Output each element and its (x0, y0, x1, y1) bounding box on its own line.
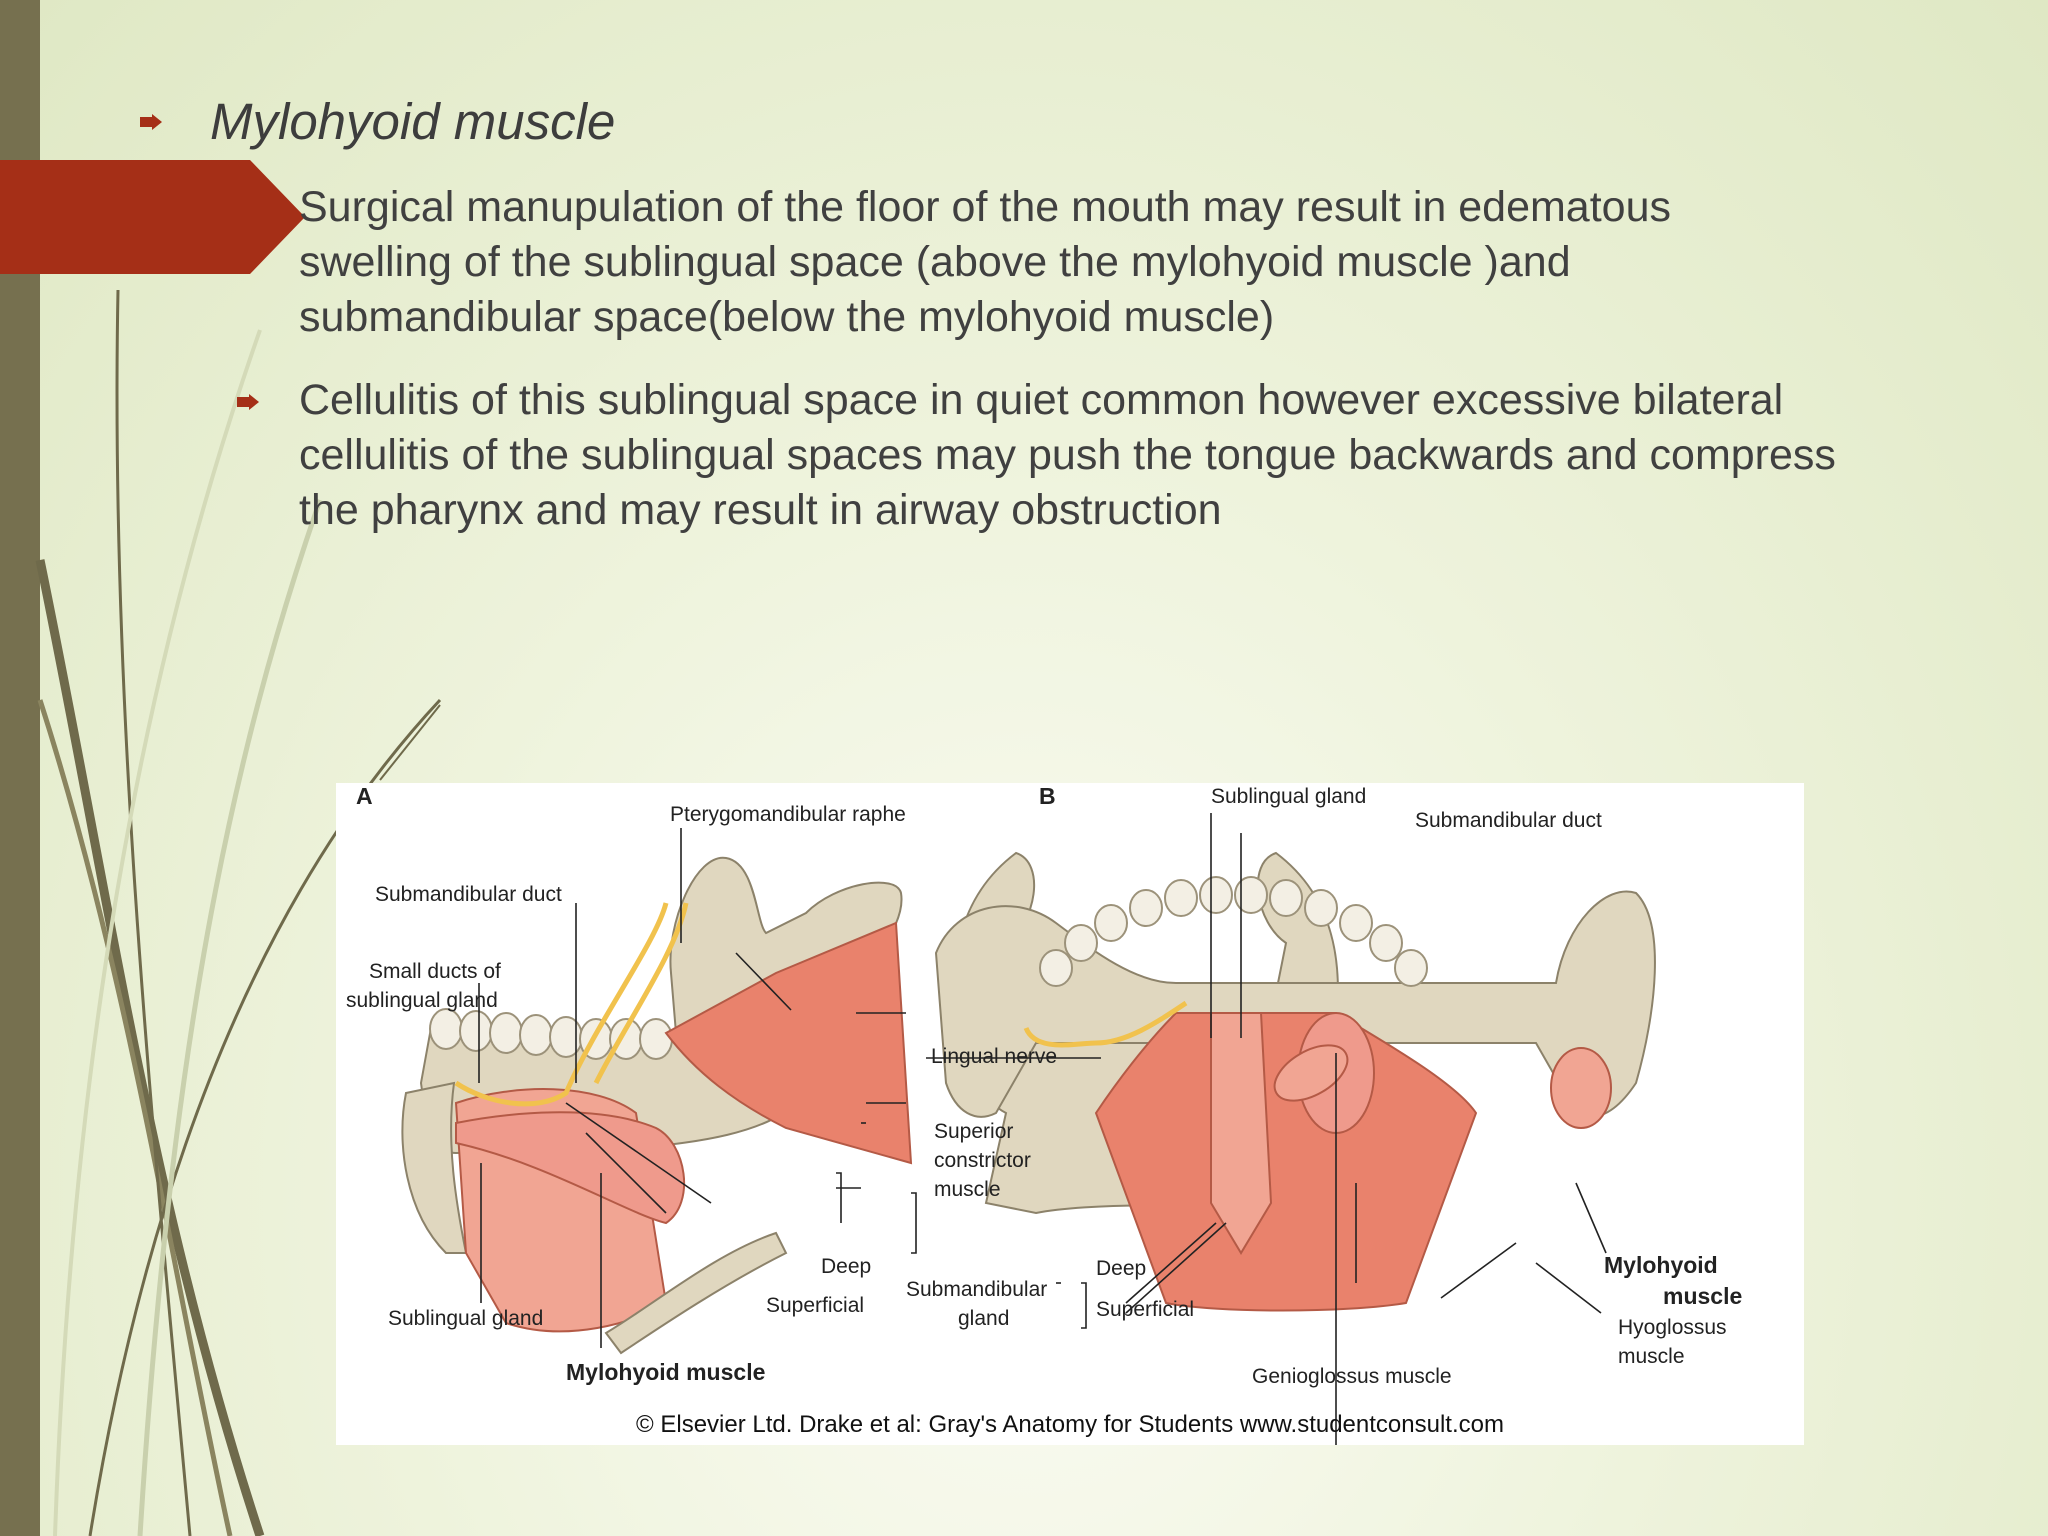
anatomy-figure: A B Pterygomandibular raphe Submandibula… (336, 783, 1804, 1445)
paragraph-line: the pharynx and may result in airway obs… (299, 486, 1222, 534)
figure-copyright: © Elsevier Ltd. Drake et al: Gray's Anat… (636, 1411, 1504, 1438)
label-superficial-a: Superficial (766, 1294, 865, 1317)
label-lingual-nerve: Lingual nerve (931, 1045, 1058, 1068)
label-superior-line3: muscle (934, 1178, 1001, 1201)
label-mylohyoid-b-line1: Mylohyoid (1604, 1252, 1718, 1278)
label-submandibular-line2: gland (958, 1307, 1010, 1330)
paragraph-surgical: Surgical manupulation of the floor of th… (299, 180, 1671, 345)
label-small-ducts-line2: sublingual gland (346, 989, 498, 1012)
label-deep-a: Deep (821, 1255, 872, 1278)
paragraph-line: Surgical manupulation of the floor of th… (299, 183, 1671, 231)
label-submandibular-duct-a: Submandibular duct (375, 883, 562, 906)
label-deep-b: Deep (1096, 1257, 1147, 1280)
label-superficial-b: Superficial (1096, 1298, 1195, 1321)
label-submandibular-duct-b: Submandibular duct (1415, 809, 1602, 832)
label-genioglossus: Genioglossus muscle (1252, 1365, 1452, 1388)
accent-arrow-banner (0, 160, 305, 274)
panel-b-letter: B (1039, 783, 1056, 809)
label-mylohyoid-muscle-a: Mylohyoid muscle (566, 1359, 766, 1385)
heading-mylohyoid: Mylohyoid muscle (210, 93, 616, 150)
label-sublingual-gland-b: Sublingual gland (1211, 785, 1367, 808)
bullet-arrow-icon (140, 114, 162, 130)
paragraph-cellulitis: Cellulitis of this sublingual space in q… (299, 373, 1836, 538)
bullet-arrow-icon (237, 394, 259, 410)
label-superior-line1: Superior (934, 1120, 1014, 1143)
paragraph-line: submandibular space(below the mylohyoid … (299, 293, 1275, 341)
label-mylohyoid-b-line2: muscle (1663, 1283, 1743, 1309)
label-submandibular-line1: Submandibular (906, 1278, 1048, 1301)
label-small-ducts-line1: Small ducts of (369, 960, 501, 983)
label-superior-line2: constrictor (934, 1149, 1031, 1172)
panel-a-letter: A (356, 783, 373, 809)
label-hyoglossus-line2: muscle (1618, 1345, 1685, 1368)
paragraph-line: Cellulitis of this sublingual space in q… (299, 376, 1784, 424)
label-sublingual-gland-a: Sublingual gland (388, 1307, 544, 1330)
label-pterygomandibular-raphe: Pterygomandibular raphe (670, 803, 906, 826)
label-hyoglossus-line1: Hyoglossus (1618, 1316, 1727, 1339)
paragraph-line: cellulitis of the sublingual spaces may … (299, 431, 1836, 479)
anatomy-illustration (401, 813, 1656, 1445)
paragraph-line: swelling of the sublingual space (above … (299, 238, 1571, 286)
